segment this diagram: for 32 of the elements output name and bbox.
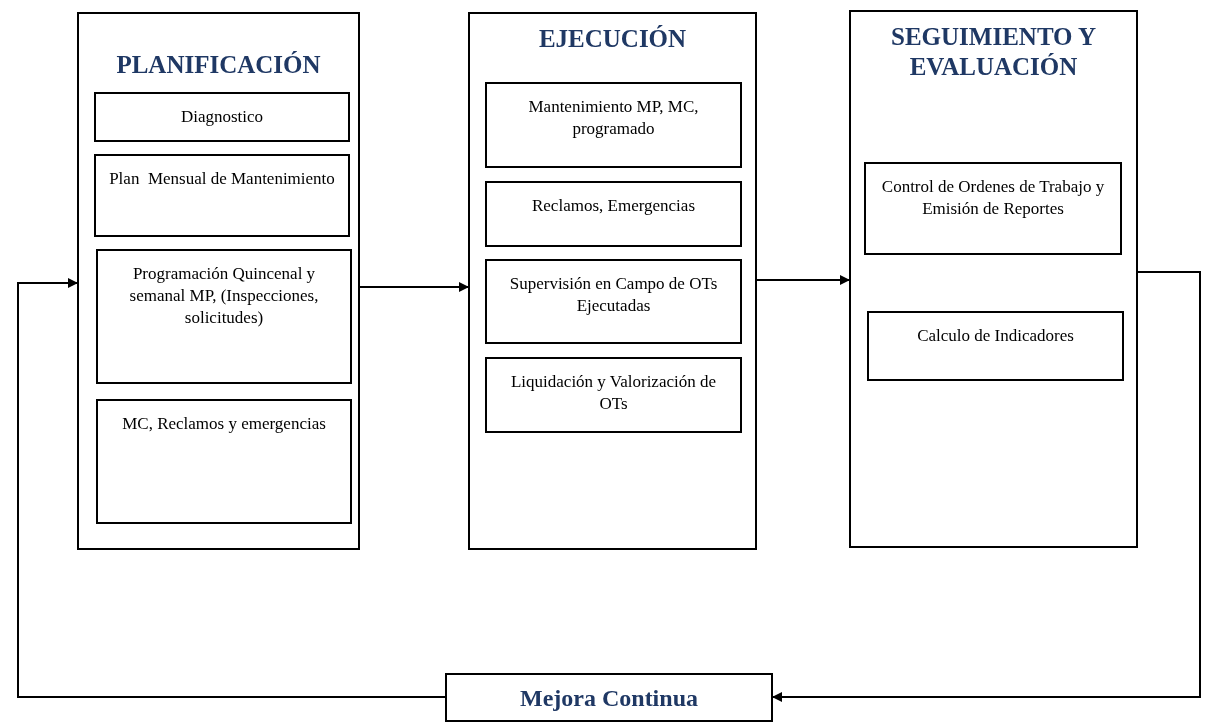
task-text: Liquidación y Valorización de OTs <box>509 371 717 415</box>
stage-title: EJECUCIÓN <box>537 24 688 54</box>
task-text: Control de Ordenes de Trabajo y Emisión de Reportes <box>880 176 1106 220</box>
task-box <box>867 311 1124 381</box>
stage-panel <box>468 12 757 550</box>
task-text: Reclamos, Emergencias <box>532 195 695 217</box>
task-box <box>485 259 742 344</box>
task-box <box>864 162 1122 255</box>
task-box <box>485 357 742 433</box>
box-title: Mejora Continua <box>520 683 698 712</box>
task-box <box>94 92 350 142</box>
task-box <box>96 399 352 524</box>
improvement-box <box>445 673 773 722</box>
task-text: Programación Quincenal y semanal MP, (Inspecciones, solicitudes) <box>128 263 320 329</box>
task-text: Supervisión en Campo de OTs Ejecutadas <box>508 273 719 317</box>
stage-title: SEGUIMIENTO Y EVALUACIÓN <box>890 22 1097 82</box>
stage-panel <box>849 10 1138 548</box>
task-text: Mantenimiento MP, MC, programado <box>527 96 700 140</box>
stage-panel <box>77 12 360 550</box>
task-box <box>485 181 742 247</box>
task-text: Calculo de Indicadores <box>917 325 1074 347</box>
task-text: Plan Mensual de Mantenimiento <box>109 168 335 190</box>
arrow <box>17 278 446 698</box>
arrow <box>772 271 1201 702</box>
stage-title: PLANIFICACIÓN <box>115 50 322 80</box>
arrow <box>756 275 850 285</box>
task-text: MC, Reclamos y emergencias <box>122 413 326 435</box>
task-box <box>96 249 352 384</box>
task-text: Diagnostico <box>180 106 264 128</box>
arrow <box>359 282 469 292</box>
task-box <box>94 154 350 237</box>
task-box <box>485 82 742 168</box>
